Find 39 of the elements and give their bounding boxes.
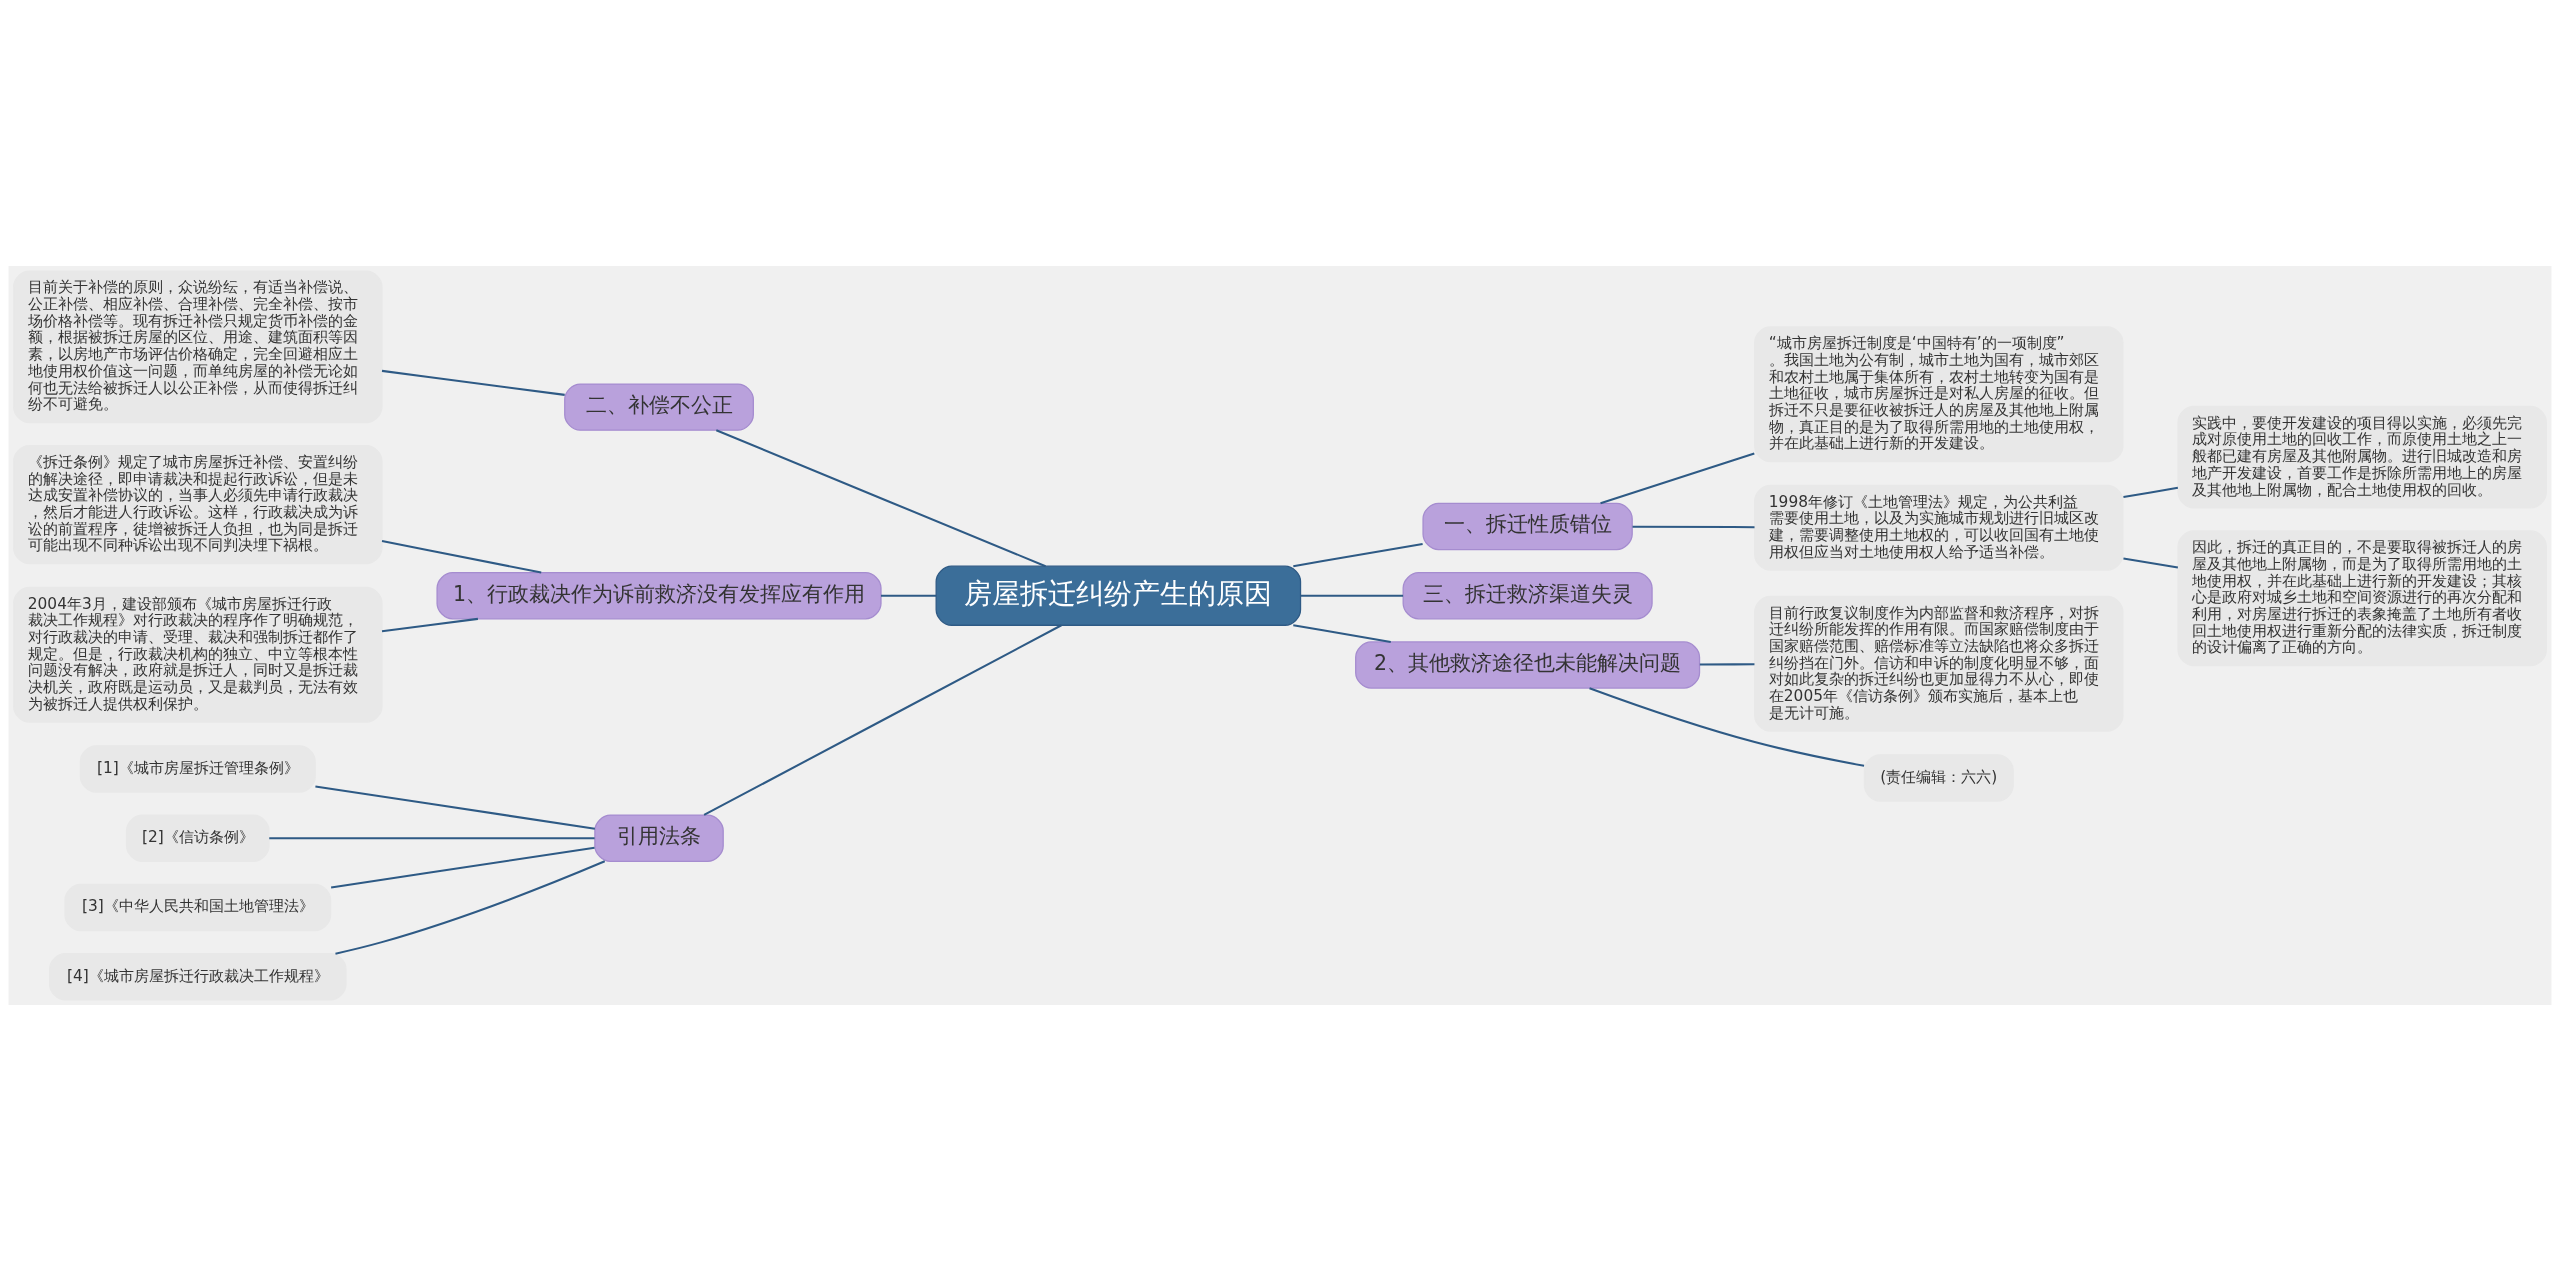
node-box: 1、行政裁决作为诉前救济没有发挥应有作用 bbox=[436, 571, 882, 619]
connector bbox=[715, 428, 1046, 567]
node-box: 1998年修订《土地管理法》规定，为公共利益需要使用土地，以及为实施城市规划进行旧城区改建，需要调整使用土地权的，可以收回国有土地使用权但应当对土地使用权人给予适当补偿。 bbox=[1754, 484, 2124, 571]
node-box: [3]《中华人民共和国土地管理法》 bbox=[64, 883, 332, 931]
node-box: 实践中，要使开发建设的项目得以实施，必须先完成对原使用土地的回收工作，而原使用土地之上一般都已建有房屋及其他附属物。进行旧城改造和房地产开发建设，首要工作是拆除所需用地上的房屋及其他地上附属物，配合土地使用权的回收。 bbox=[2177, 405, 2547, 508]
connector bbox=[330, 846, 595, 889]
connector bbox=[881, 594, 937, 597]
connector bbox=[381, 369, 565, 396]
node-box: 目前关于补偿的原则，众说纷纭，有适当补偿说、公正补偿、相应补偿、合理补偿、完全补偿、按市场价格补偿等。现有拆迁补偿只规定货币补偿的金额，根据被拆迁房屋的区位、用途、建筑面积等因素，以房地产市场评估价格确定，完全回避相应土地使用权价值这一问题，而单纯房屋的补偿无论如何也无法给被拆迁人以公正补偿，从而使得拆迁纠纷不可避免。 bbox=[13, 270, 383, 423]
node-box: 2、其他救济途径也未能解决问题 bbox=[1355, 640, 1701, 689]
node-box: [4]《城市房屋拆迁行政裁决工作规程》 bbox=[49, 952, 347, 1000]
connector bbox=[1589, 686, 1865, 767]
node-box: 因此，拆迁的真正目的，不是要取得被拆迁人的房屋及其他地上附属物，而是为了取得所需用地的土地使用权，并在此基础上进行新的开发建设；其核心是政府对城乡土地和空间资源进行的再次分配和利用，对房屋进行拆迁的表象掩盖了土地所有者收回土地使用权进行重新分配的法律实质，拆迁制度的设计偏离了正确的方向。 bbox=[2177, 529, 2547, 666]
connector bbox=[1301, 594, 1404, 597]
node-box: 一、拆迁性质错位 bbox=[1422, 502, 1633, 550]
node-box: 房屋拆迁纠纷产生的原因 bbox=[935, 565, 1302, 626]
connector bbox=[1600, 452, 1755, 504]
node-box: 目前行政复议制度作为内部监督和救济程序，对拆迁纠纷所能发挥的作用有限。而国家赔偿制度由于国家赔偿范围、赔偿标准等立法缺陷也将众多拆迁纠纷挡在门外。信访和申诉的制度化明显不够，面对如此复杂的拆迁纠纷也更加显得力不从心，即使在2005年《信访条例》颁布实施后，基本上也是无计可施。 bbox=[1754, 595, 2124, 732]
node-box: 二、补偿不公正 bbox=[564, 382, 754, 431]
node-box: 引用法条 bbox=[594, 814, 724, 862]
node-box: 三、拆迁救济渠道失灵 bbox=[1402, 571, 1653, 619]
node-box: “城市房屋拆迁制度是‘中国特有’的一项制度”。我国土地为公有制，城市土地为国有，城市郊区和农村土地属于集体所有，农村土地转变为国有是土地征收，城市房屋拆迁是对私人房屋的征收。但拆迁不只是要征收被拆迁人的房屋及其他地上附属物，真正目的是为了取得所需用地的土地使用权，并在此基础上进行新的开发建设。 bbox=[1754, 325, 2124, 462]
connector bbox=[315, 785, 595, 830]
node-box: 2004年3月，建设部颁布《城市房屋拆迁行政裁决工作规程》对行政裁决的程序作了明确规范，对行政裁决的申请、受理、裁决和强制拆迁都作了规定。但是，行政裁决机构的独立、中立等根本性问题没有解决，政府就是拆迁人，同时又是拆迁裁决机关，政府既是运动员，又是裁判员，无法有效为被拆迁人提供权利保护。 bbox=[13, 586, 383, 723]
connector bbox=[1293, 542, 1423, 567]
node-box: [2]《信访条例》 bbox=[125, 814, 270, 862]
node-box: [1]《城市房屋拆迁管理条例》 bbox=[79, 744, 316, 793]
connector bbox=[1632, 525, 1755, 528]
connector bbox=[381, 539, 542, 574]
connector bbox=[269, 836, 595, 839]
connector bbox=[703, 623, 1062, 816]
connector bbox=[1293, 623, 1391, 643]
connector bbox=[335, 859, 606, 955]
connector bbox=[381, 617, 479, 632]
node-box: (责任编辑：六六) bbox=[1863, 753, 2014, 802]
connector bbox=[2123, 486, 2179, 498]
node-box: 《拆迁条例》规定了城市房屋拆迁补偿、安置纠纷的解决途径，即申请裁决和提起行政诉讼，但是未达成安置补偿协议的，当事人必须先申请行政裁决，然后才能进人行政诉讼。这样，行政裁决成为诉讼的前置程序，徒增被拆迁人负担，也为同是拆迁可能出现不同种诉讼出现不同判决埋下祸根。 bbox=[13, 444, 383, 564]
connector bbox=[2123, 556, 2179, 569]
connector bbox=[1699, 662, 1755, 665]
